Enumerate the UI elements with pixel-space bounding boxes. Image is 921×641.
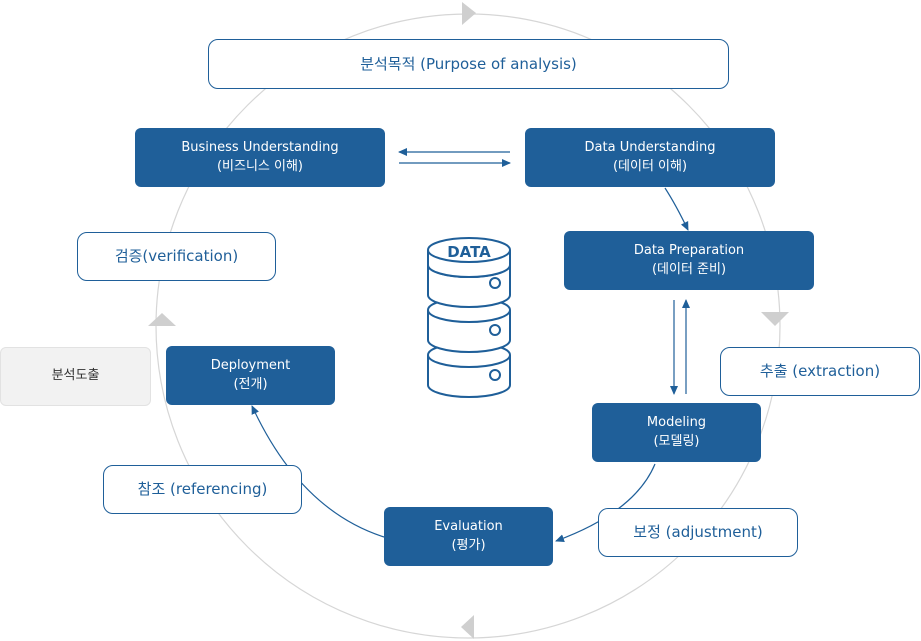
data-understanding-subtitle: (데이터 이해) — [612, 158, 688, 174]
adjustment-box: 보정 (adjustment) — [598, 508, 798, 557]
extraction-box: 추출 (extraction) — [720, 347, 920, 396]
deployment-title: Deployment — [210, 358, 291, 374]
cycle-arrow-left-icon — [148, 313, 176, 326]
deployment-box: Deployment (전개) — [166, 346, 335, 405]
cycle-arrow-right-icon — [761, 312, 789, 326]
adjustment-label: 보정 (adjustment) — [633, 523, 763, 541]
verification-label: 검증(verification) — [114, 247, 239, 265]
modeling-title: Modeling — [646, 415, 707, 431]
modeling-box: Modeling (모델링) — [592, 403, 761, 462]
modeling-subtitle: (모델링) — [653, 433, 700, 449]
purpose-box: 분석목적 (Purpose of analysis) — [208, 39, 729, 89]
deployment-subtitle: (전개) — [233, 376, 268, 392]
business-understanding-box: Business Understanding (비즈니스 이해) — [135, 128, 385, 187]
extraction-label: 추출 (extraction) — [759, 362, 881, 380]
purpose-label: 분석목적 (Purpose of analysis) — [360, 54, 577, 73]
data-preparation-subtitle: (데이터 준비) — [651, 261, 727, 277]
cycle-arrow-bottom-icon — [461, 615, 474, 639]
verification-box: 검증(verification) — [77, 232, 276, 281]
data-preparation-box: Data Preparation (데이터 준비) — [564, 231, 814, 290]
data-understanding-box: Data Understanding (데이터 이해) — [525, 128, 775, 187]
evaluation-subtitle: (평가) — [451, 537, 486, 553]
analysis-derivation-box: 분석도출 — [0, 347, 151, 406]
database-icon — [427, 237, 511, 398]
data-understanding-title: Data Understanding — [584, 140, 716, 156]
referencing-box: 참조 (referencing) — [103, 465, 302, 514]
business-understanding-title: Business Understanding — [181, 140, 339, 156]
evaluation-box: Evaluation (평가) — [384, 507, 553, 566]
data-label: DATA — [447, 243, 491, 261]
evaluation-title: Evaluation — [434, 519, 503, 535]
cycle-arrow-top-icon — [462, 2, 476, 25]
analysis-derivation-label: 분석도출 — [51, 368, 100, 384]
business-understanding-subtitle: (비즈니스 이해) — [216, 158, 304, 174]
arrow-to-deployment — [251, 405, 385, 538]
arrow-to-data-preparation — [664, 187, 689, 231]
referencing-label: 참조 (referencing) — [137, 480, 268, 498]
arrow-to-evaluation — [555, 463, 656, 542]
data-preparation-title: Data Preparation — [633, 243, 745, 259]
